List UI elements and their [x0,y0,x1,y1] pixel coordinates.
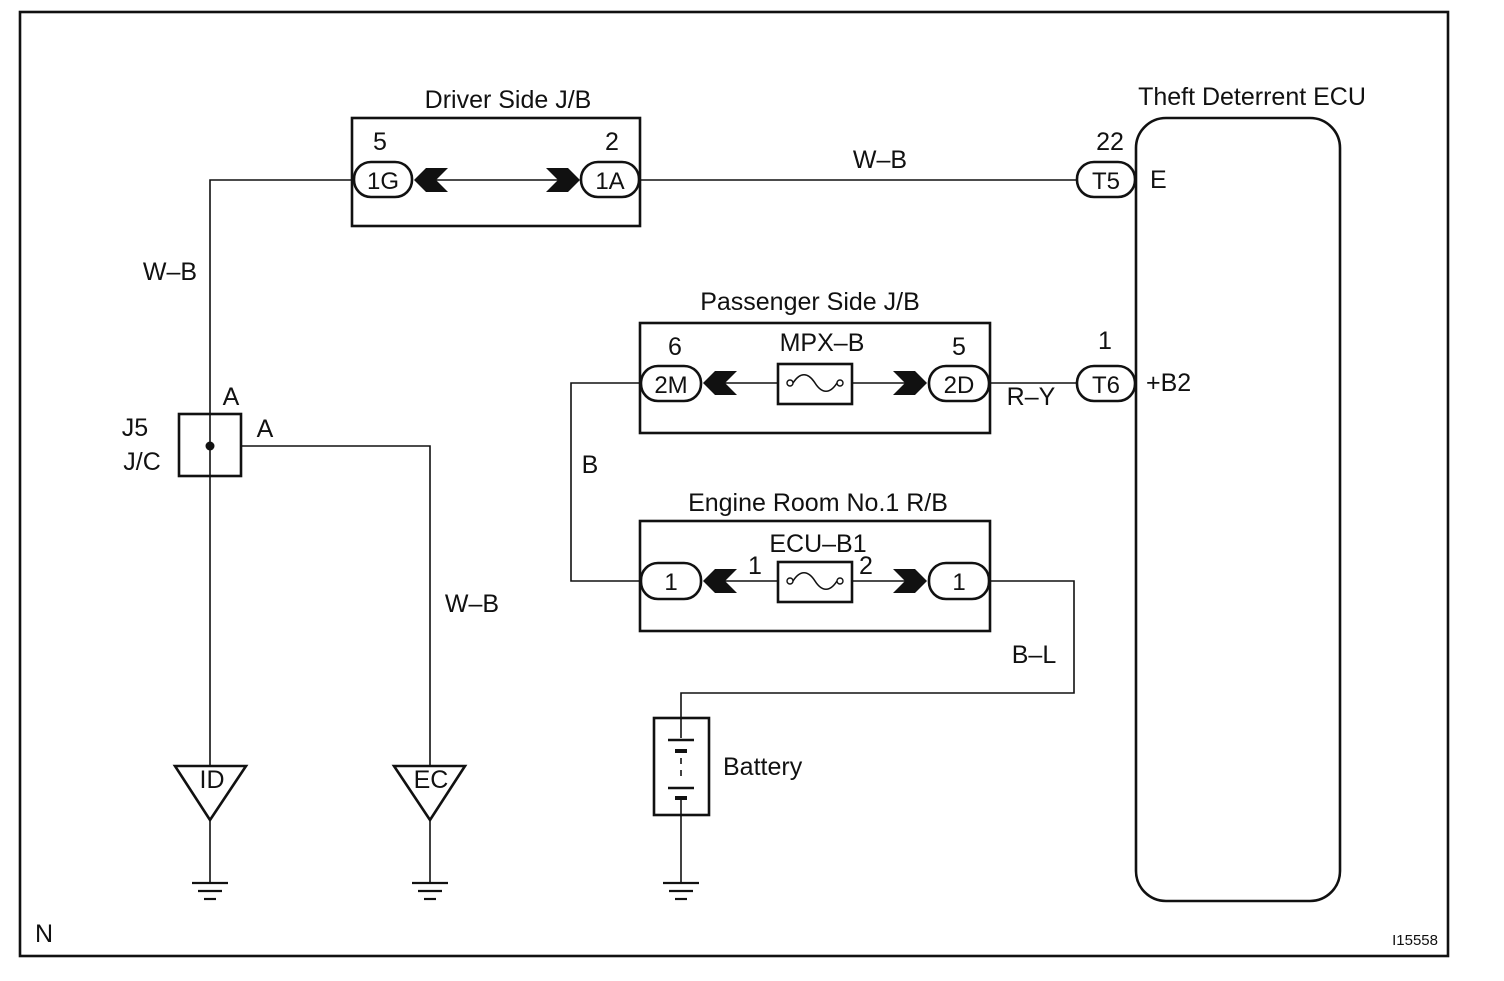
fuse-ecu-b1-pin-right: 2 [859,552,873,580]
corner-code-left: N [35,920,53,948]
ecu-title: Theft Deterrent ECU [1138,83,1366,111]
connector-1g-label: 1G [367,168,399,195]
connector-2m-label: 2M [654,372,687,399]
wire-label-bl: B–L [1012,641,1057,669]
driver-jb-box [350,116,642,228]
connector-t6-label: T6 [1092,372,1120,399]
chevron-left-icon [703,569,737,593]
fuse-icon [786,373,844,393]
jc-name: J5 [122,414,148,442]
engine-room-rb: Engine Room No.1 R/B ECU–B1 1 1 1 2 [638,489,992,633]
passenger-jb-left-pin: 6 [668,333,682,361]
chevron-right-icon [546,168,580,192]
ecu-terminal-e: E [1150,166,1167,194]
wire-label-ry: R–Y [1007,383,1056,411]
wire-label-b: B [582,451,599,479]
ecu-top-pin: 22 [1096,128,1124,156]
engine-rb-box [638,519,992,633]
fuse-ecu-b1-label: ECU–B1 [769,530,866,558]
wire-ec-wb [241,445,431,770]
theft-deterrent-ecu: Theft Deterrent ECU 22 T5 E 1 T6 +B2 [1075,83,1366,903]
wire-label-left: W–B [143,258,197,286]
connector-engine-right-label: 1 [952,569,965,596]
ground-triangle-id [172,764,249,823]
jc-node [205,441,215,451]
fuse-ecu-b1-pin-left: 1 [748,552,762,580]
ground-ec-label: EC [414,766,449,794]
diagram-frame [18,10,1450,958]
driver-jb-left-pin: 5 [373,128,387,156]
connector-1g [352,160,414,199]
connector-1a-label: 1A [595,168,624,195]
jc-type: J/C [123,448,161,476]
connector-2m [639,364,703,403]
wire-label-top: W–B [853,146,907,174]
connector-engine-left [639,561,703,601]
passenger-side-jb: Passenger Side J/B 6 2M 5 2D MPX–B [638,288,992,435]
ecu-box [1134,116,1342,903]
ground-icon [663,881,699,901]
connector-2d-label: 2D [944,372,975,399]
fuse-mpx-b-label: MPX–B [780,329,865,357]
battery: Battery [652,716,803,901]
wire-labels: W–B W–B W–B B R–Y B–L [143,146,1056,669]
fuse-ecu-b1 [776,560,854,604]
fuse-icon [786,571,844,591]
connector-engine-right [927,561,991,601]
jc-pin-top: A [223,383,240,411]
fuse-mpx-b [776,362,854,406]
passenger-jb-box [638,321,992,435]
driver-jb-title: Driver Side J/B [425,86,592,114]
battery-icon [668,718,694,815]
jc-box [177,412,243,478]
chevron-right-icon [893,371,927,395]
chevron-right-icon [893,569,927,593]
connector-t5-label: T5 [1092,168,1120,195]
ground-triangle-ec [391,764,468,823]
passenger-jb-right-pin: 5 [952,333,966,361]
connector-t6 [1075,364,1137,403]
ecu-mid-pin: 1 [1098,327,1112,355]
connector-engine-left-label: 1 [664,569,677,596]
wire-left-wb [209,179,352,770]
wires [209,179,1077,882]
connector-2d [927,364,991,403]
ground-point-ec: EC [391,764,468,901]
driver-jb-right-pin: 2 [605,128,619,156]
ecu-terminal-b2: +B2 [1146,369,1191,397]
wire-bl [680,580,1075,718]
ground-icon [412,881,448,901]
figure-id: I15558 [1392,932,1438,949]
ground-point-id: ID [172,764,249,901]
chevron-left-icon [703,371,737,395]
wire-label-ec: W–B [445,590,499,618]
passenger-jb-title: Passenger Side J/B [700,288,920,316]
wire-b [570,382,640,582]
junction-connector-j5: J5 J/C A A [122,383,274,478]
connector-1a [579,160,641,199]
driver-side-jb: Driver Side J/B 5 1G 2 1A [350,86,642,228]
connector-t5 [1075,160,1137,199]
battery-label: Battery [723,753,803,781]
ground-id-label: ID [200,766,225,794]
jc-pin-right: A [257,415,274,443]
chevron-left-icon [414,168,448,192]
engine-rb-title: Engine Room No.1 R/B [688,489,948,517]
ground-icon [192,881,228,901]
